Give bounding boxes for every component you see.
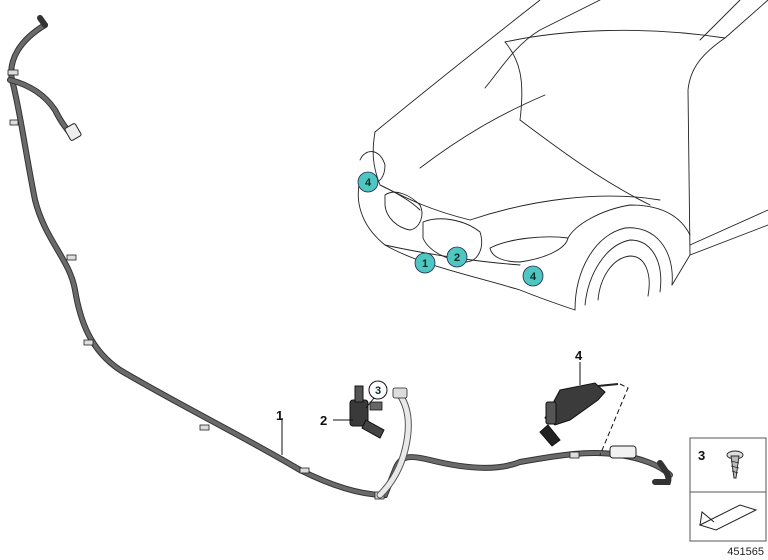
svg-text:3: 3 (375, 385, 381, 397)
car-callout-2: 2 (446, 246, 468, 268)
arrow-icon (698, 504, 758, 531)
svg-text:1: 1 (422, 258, 428, 270)
reference-number: 451565 (727, 546, 764, 558)
washer-pump (349, 385, 385, 439)
label-nozzle: 4 (575, 348, 583, 363)
svg-text:4: 4 (530, 271, 537, 283)
washer-hose (7, 15, 673, 500)
washer-nozzle (539, 382, 629, 456)
callout-screw-circle: 3 (365, 380, 388, 409)
car-callout-4-right: 4 (522, 265, 544, 287)
legend-box: 3 (689, 437, 767, 542)
car-callout-1: 1 (414, 252, 436, 274)
car-callout-4-left: 4 (357, 171, 379, 193)
legend-screw-label: 3 (698, 448, 705, 463)
svg-text:2: 2 (454, 252, 460, 264)
label-hose: 1 (276, 408, 283, 423)
svg-text:4: 4 (365, 177, 372, 189)
pump-hose (376, 387, 412, 499)
screw-icon (726, 450, 744, 479)
label-pump: 2 (320, 413, 327, 428)
